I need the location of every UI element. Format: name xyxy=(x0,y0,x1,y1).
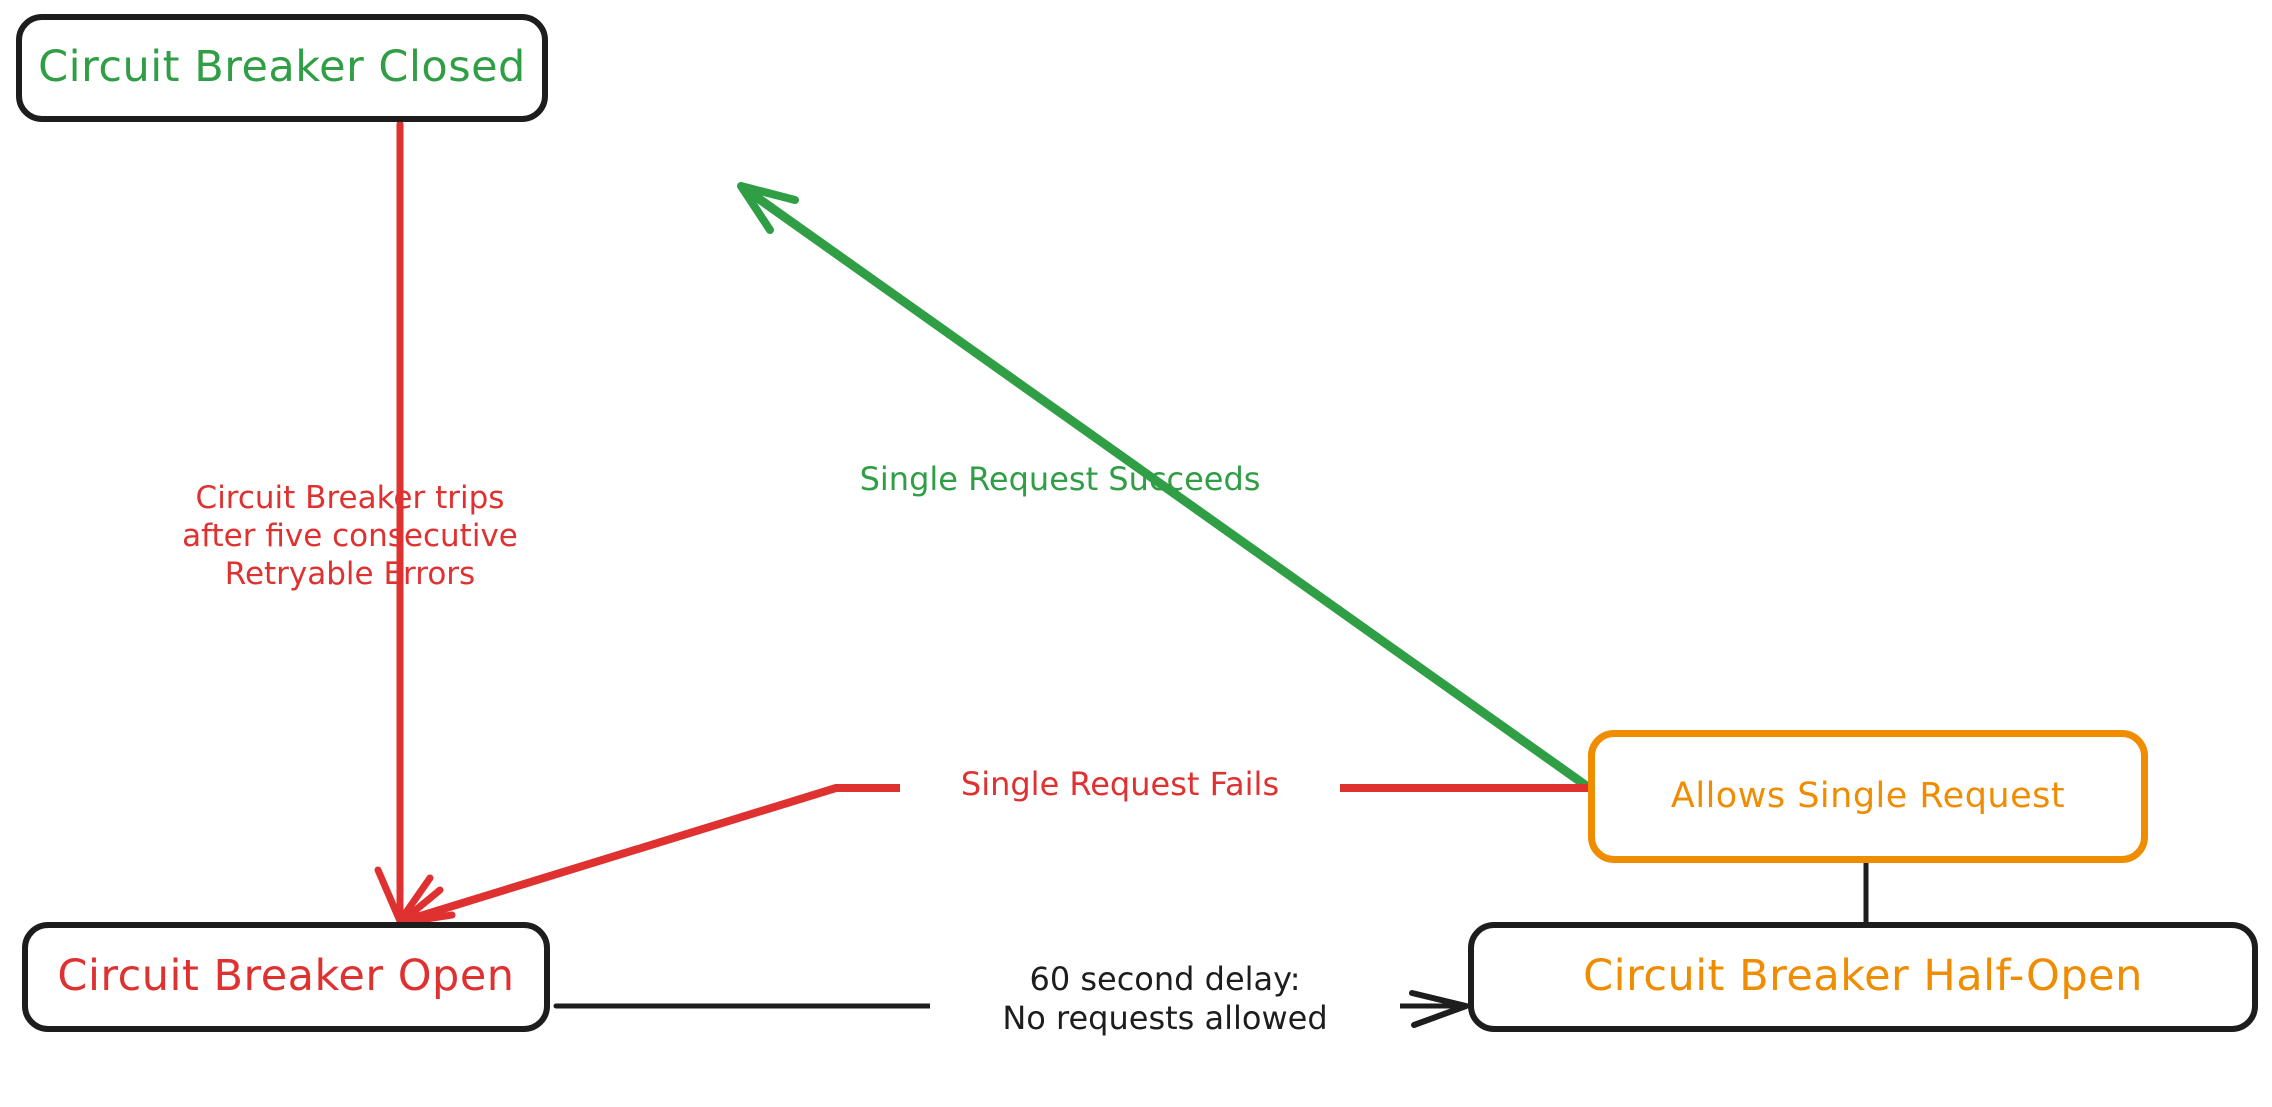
node-circuit-breaker-half-open[interactable]: Circuit Breaker Half-Open xyxy=(1468,922,2258,1032)
node-circuit-breaker-closed[interactable]: Circuit Breaker Closed xyxy=(16,14,548,122)
edge-open-to-half-open-arrowhead xyxy=(1409,990,1469,1028)
edge-allows-to-open-line xyxy=(400,784,1592,925)
node-circuit-breaker-open-label: Circuit Breaker Open xyxy=(57,951,515,1002)
node-allows-single-request-label: Allows Single Request xyxy=(1670,776,2066,817)
node-allows-single-request[interactable]: Allows Single Request xyxy=(1588,730,2148,863)
edge-closed-to-open-arrowhead xyxy=(374,866,434,925)
node-circuit-breaker-open[interactable]: Circuit Breaker Open xyxy=(22,922,550,1032)
node-circuit-breaker-closed-label: Circuit Breaker Closed xyxy=(38,42,526,93)
edge-allows-to-closed-line xyxy=(740,184,1593,792)
edge-allows-to-closed xyxy=(737,182,1593,792)
edge-open-to-half-open xyxy=(553,990,1469,1028)
edge-closed-to-open xyxy=(374,120,434,925)
node-circuit-breaker-half-open-label: Circuit Breaker Half-Open xyxy=(1583,951,2143,1002)
edge-allows-to-open xyxy=(396,784,1592,927)
edge-allows-to-closed-arrowhead xyxy=(737,182,799,234)
edge-allows-to-open-arrowhead xyxy=(396,886,456,927)
